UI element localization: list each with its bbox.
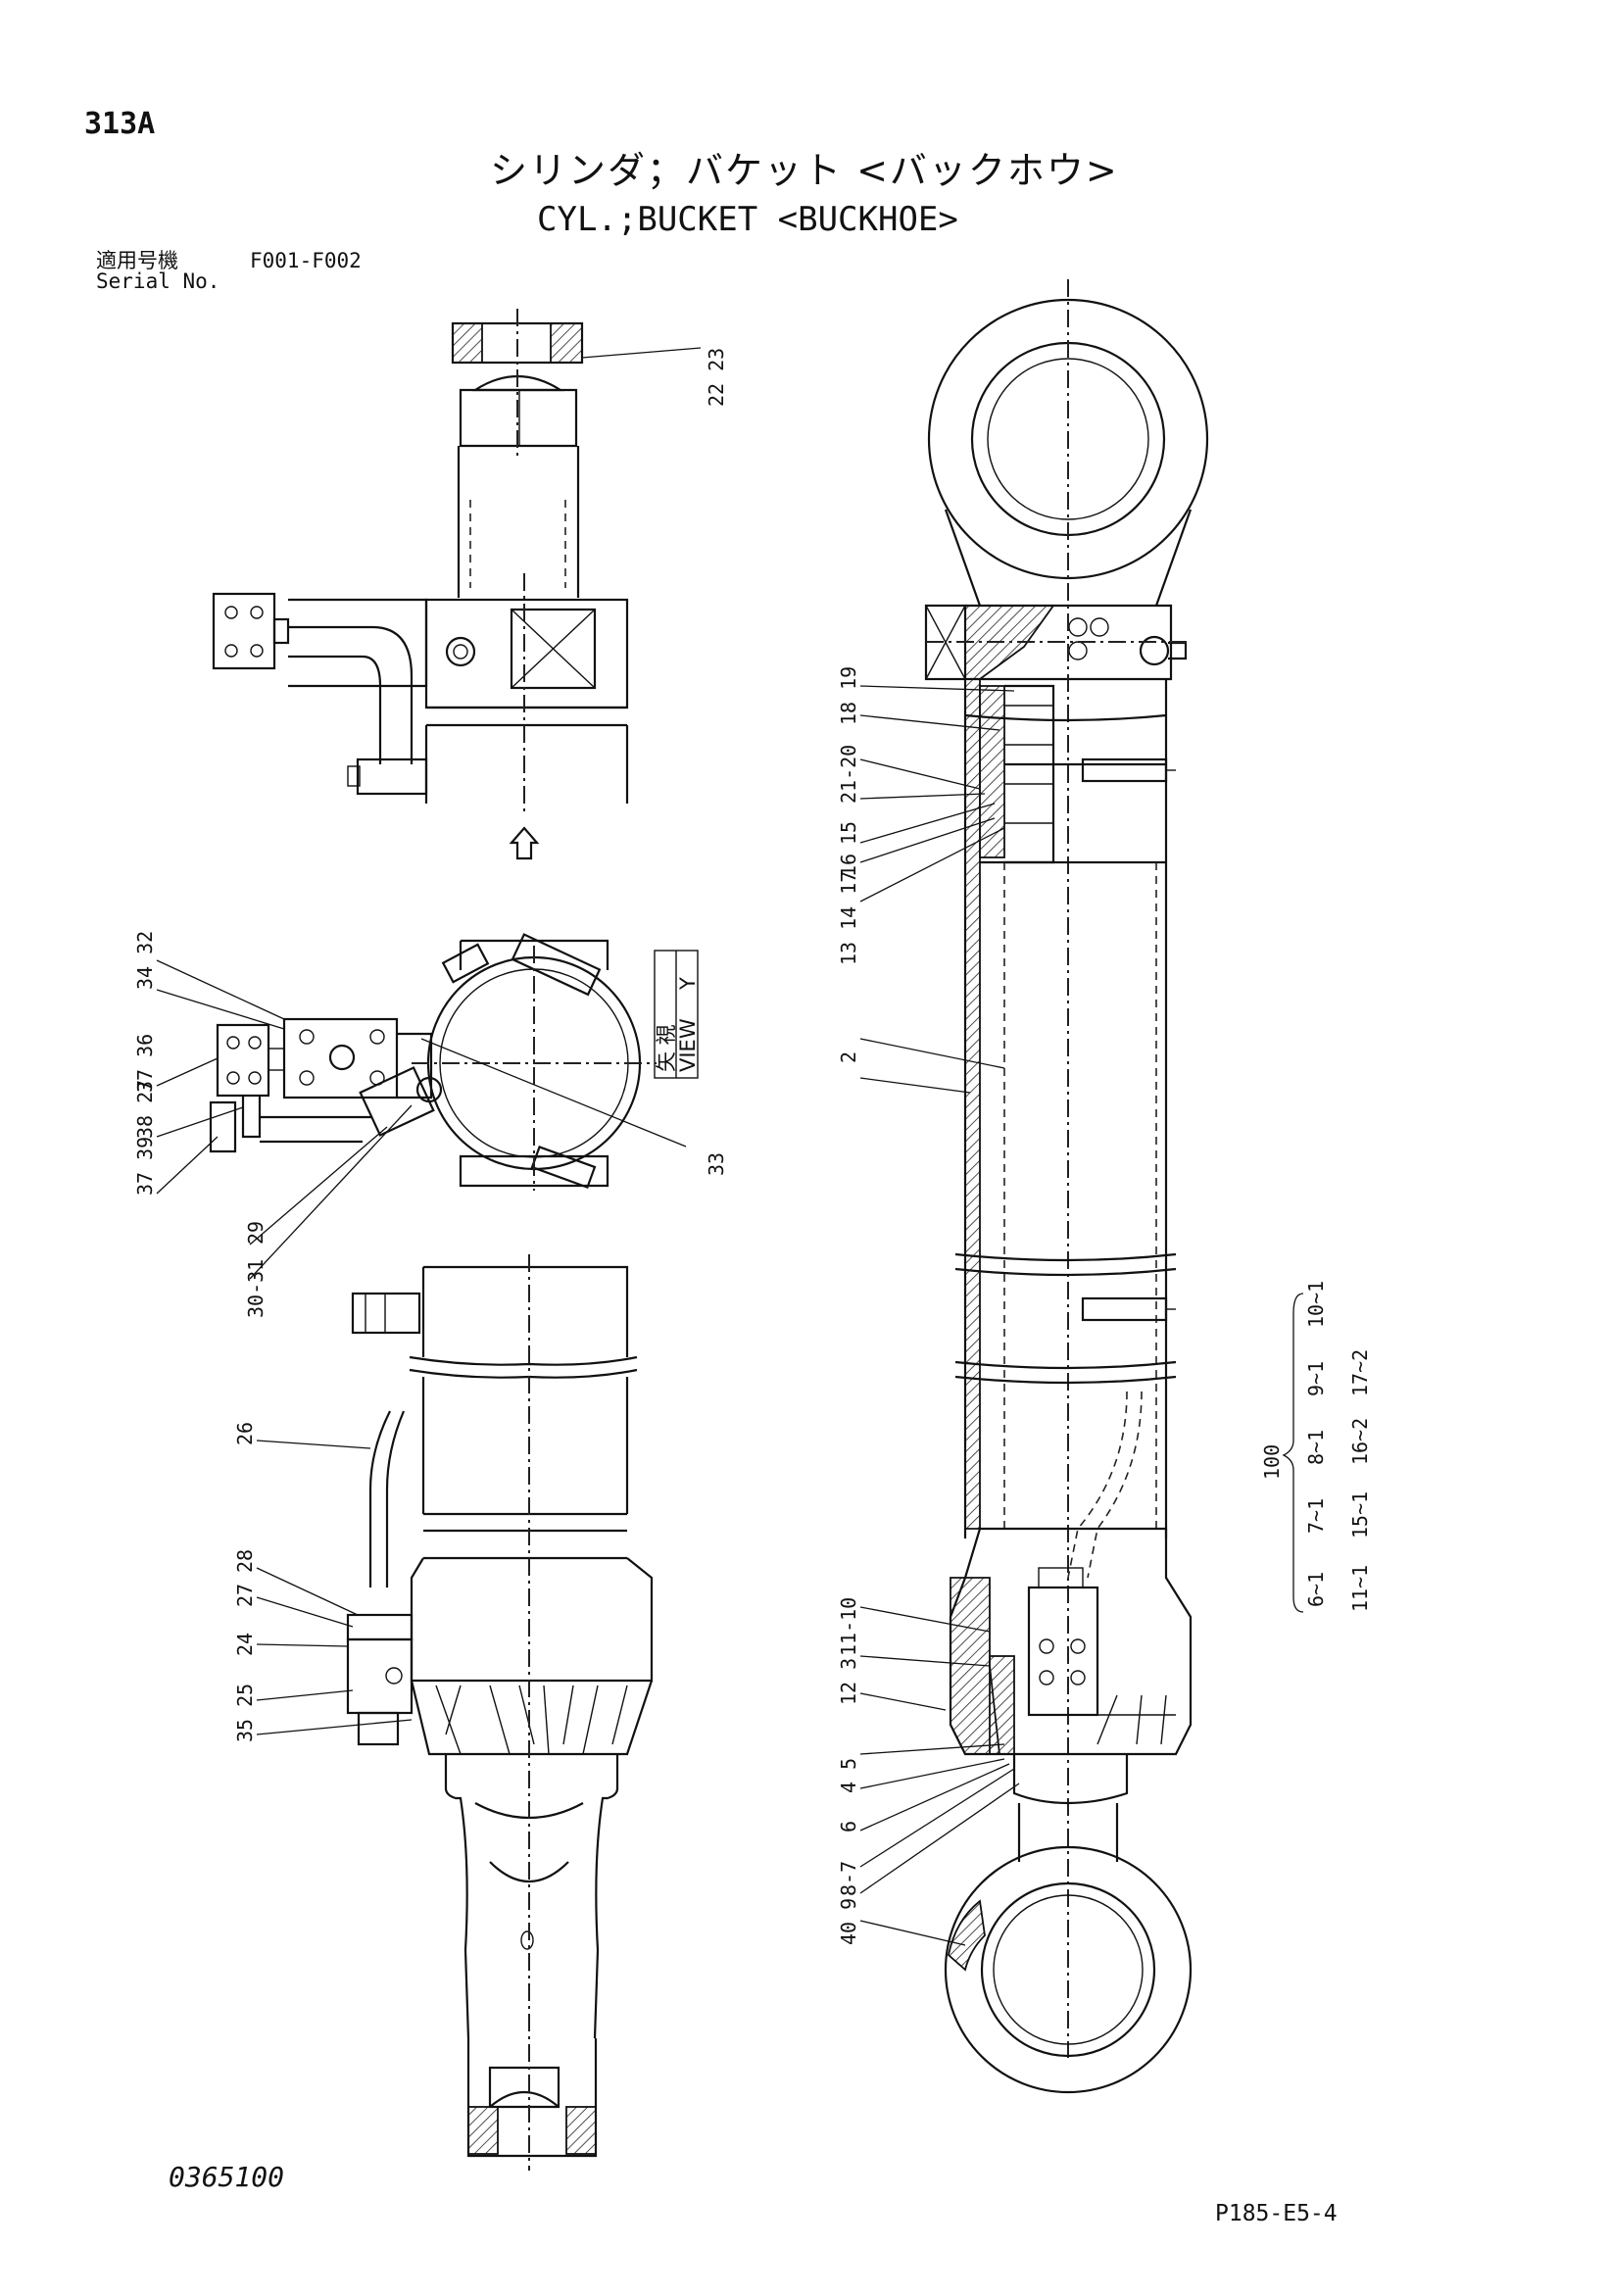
callout-37-36: 37 36 (133, 1034, 157, 1093)
title-english: CYL.;BUCKET <BUCKHOE> (537, 200, 958, 239)
serial-label-japanese: 適用号機 (96, 249, 178, 272)
callout-13-14-17: 13 14 17 (837, 871, 860, 965)
view-label-jp: 矢 視 (655, 1024, 678, 1072)
kit-row2-2: 15~1 (1348, 1491, 1372, 1539)
kit-row1-5: 10~1 (1304, 1281, 1328, 1328)
view-y-drawing (209, 933, 657, 1191)
callout-38-27: 38 27 (133, 1080, 157, 1139)
title-japanese: シリンダ；バケット <バックホウ> (490, 149, 1119, 192)
kit-row1-2: 7~1 (1304, 1498, 1328, 1534)
kit-row2-1: 11~1 (1348, 1565, 1372, 1612)
callout-4-5: 4 5 (837, 1758, 860, 1793)
callout-33: 33 (705, 1152, 728, 1176)
callout-24: 24 (233, 1633, 257, 1656)
callout-8-7: 8-7 (837, 1861, 860, 1896)
callout-29: 29 (244, 1221, 268, 1245)
callout-35-25: 35 25 (233, 1684, 257, 1742)
callout-26: 26 (233, 1422, 257, 1445)
kit-row1-4: 9~1 (1304, 1361, 1328, 1396)
callout-labels: 22 23 34 32 37 36 38 27 37 39 33 29 30-3… (133, 348, 860, 1945)
kit-row2-3: 16~2 (1348, 1418, 1372, 1465)
callout-34-32: 34 32 (133, 931, 157, 990)
view-label-en: VIEW (676, 1018, 700, 1072)
drawing-number: 0365100 (169, 2161, 285, 2193)
callout-16: 16 (837, 854, 860, 877)
page-code: P185-E5-4 (1215, 2201, 1338, 2226)
long-section-view (924, 279, 1209, 2094)
callout-28: 28 (233, 1549, 257, 1573)
callout-18-19: 18 19 (837, 666, 860, 725)
serial-label-english: Serial No. (96, 269, 220, 293)
kit-row2-4: 17~2 (1348, 1349, 1372, 1396)
callout-37-39: 37 39 (133, 1137, 157, 1196)
callout-22-23: 22 23 (705, 348, 728, 407)
callout-27: 27 (233, 1584, 257, 1607)
callout-40-9: 40 9 (837, 1898, 860, 1945)
leader-lines (156, 685, 1020, 1946)
view-y-label: 矢 視 VIEW Y (654, 950, 700, 1079)
top-side-view (212, 309, 702, 860)
kit-row1-1: 6~1 (1304, 1572, 1328, 1607)
callout-21-20: 21-20 (837, 745, 860, 804)
callout-30-31: 30-31 (244, 1259, 268, 1318)
callout-12-3: 12 3 (837, 1658, 860, 1705)
callout-11-10: 11-10 (837, 1597, 860, 1656)
kit-row1-3: 8~1 (1304, 1430, 1328, 1465)
callout-6: 6 (837, 1821, 860, 1832)
serial-range: F001-F002 (250, 249, 362, 272)
kit-list: 100 6~1 7~1 8~1 9~1 10~1 11~1 15~1 16~2 … (1260, 1281, 1372, 1613)
bottom-side-view (346, 1254, 654, 2171)
callout-2: 2 (837, 1051, 860, 1063)
callout-15: 15 (837, 821, 860, 845)
kit-number: 100 (1260, 1444, 1284, 1480)
view-label-letter: Y (676, 977, 700, 991)
page-number: 313A (84, 107, 156, 141)
